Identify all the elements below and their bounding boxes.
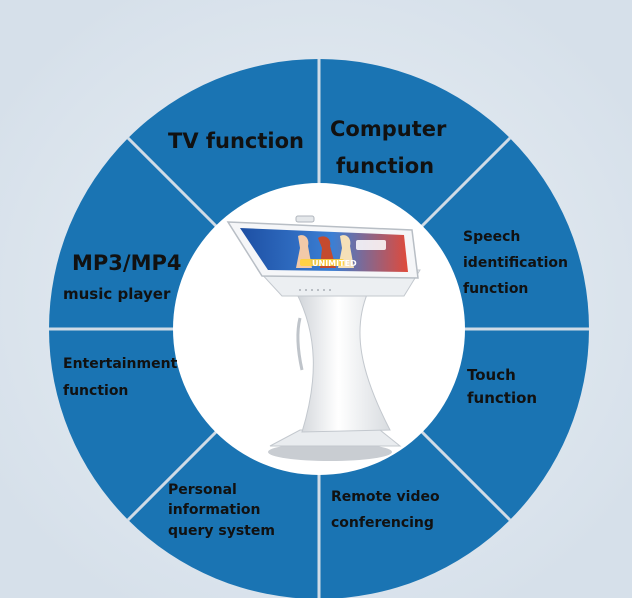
mp3-line1: MP3/MP4	[72, 251, 182, 275]
speech-line2: identification	[463, 255, 568, 271]
entertainment-line1: Entertainment	[63, 356, 178, 372]
kiosk-icon: UNIMITED	[226, 215, 421, 461]
computer-function-line1: Computer	[330, 117, 447, 141]
speech-line3: function	[463, 281, 529, 297]
computer-function-line2: function	[336, 154, 435, 178]
screen-text: UNIMITED	[312, 259, 357, 268]
video-line1: Remote video	[331, 489, 440, 505]
tv-function-label: TV function	[168, 129, 304, 153]
touch-line2: function	[467, 389, 538, 407]
entertainment-line2: function	[63, 383, 129, 399]
touch-line1: Touch	[467, 366, 516, 384]
query-line1: Personal	[168, 482, 237, 498]
query-line2: information	[168, 502, 261, 518]
speech-line1: Speech	[463, 229, 521, 245]
mp3-line2: music player	[63, 285, 171, 303]
segment-dividers	[49, 59, 589, 598]
video-line2: conferencing	[331, 515, 434, 531]
query-line3: query system	[168, 523, 275, 539]
